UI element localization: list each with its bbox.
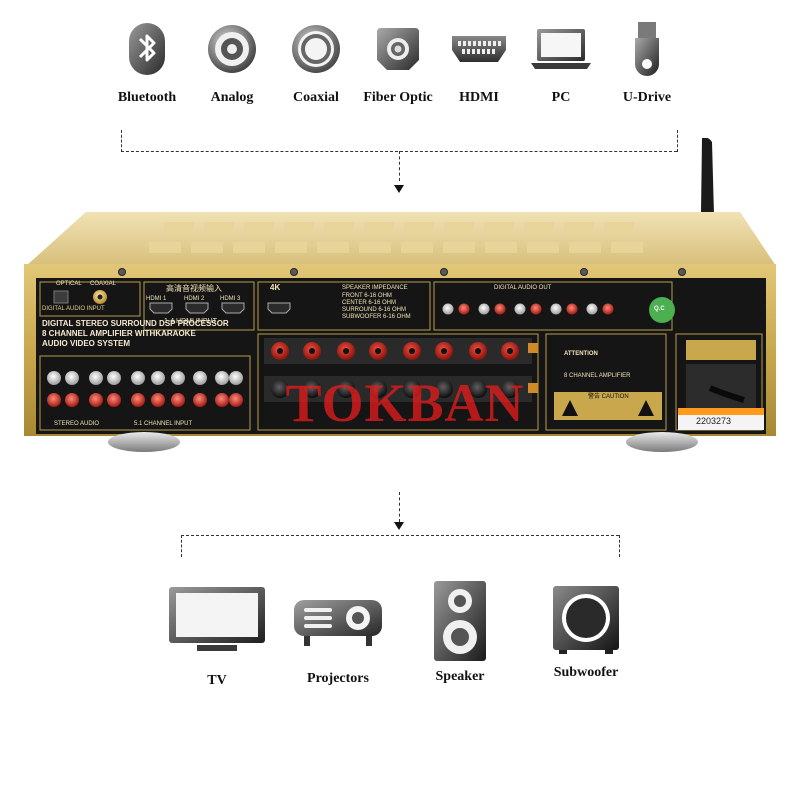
vent-slots [149,222,643,253]
input-label: Analog [210,90,254,105]
digital-input-label: DIGITAL AUDIO INPUT [42,306,105,312]
projector-icon [294,600,382,646]
audio-out-jacks [442,303,614,315]
hdmi-input-label: 1-4 HDMI INPUT [164,318,217,325]
stereo-audio-label: STEREO AUDIO [54,421,100,427]
output-label: Speaker [435,669,485,684]
input-fiber-optic: Fiber Optic [348,18,448,106]
channel-input-label: 5.1 CHANNEL INPUT [134,421,193,427]
impedance-row: SURROUND 6-16 OHM [342,307,407,313]
impedance-row: FRONT 6-16 OHM [342,293,392,299]
panel-dividers [39,281,763,431]
input-label: PC [551,90,571,105]
power-section [678,340,764,430]
input-label: U-Drive [622,90,672,105]
impedance-row: CENTER 6-16 OHM [342,300,397,306]
output-tv: TV [166,575,268,689]
caution-text: 警告 CAUTION [588,394,629,400]
subwoofer-icon [553,586,619,654]
input-label: Fiber Optic [363,90,433,105]
connector-line-left [121,130,122,152]
right-foot [626,432,698,452]
output-label: TV [207,673,227,688]
pc-icon [531,29,591,69]
hdmi-ports [149,302,291,314]
hdmi-port-2-label: HDMI 2 [184,296,205,302]
input-coaxial: Coaxial [266,18,366,106]
coaxial-icon [292,25,340,73]
input-label: HDMI [459,90,499,105]
coaxial-label: COAXIAL [90,281,117,287]
panel-screws [118,268,686,276]
analog-icon [208,25,256,73]
impedance-title: SPEAKER IMPEDANCE [342,285,408,291]
connector-line-down [399,151,400,181]
input-u-drive: U-Drive [597,18,697,106]
audio-out-label: DIGITAL AUDIO OUT [494,285,552,291]
speaker-terminals [264,338,538,402]
qc-label: Q.C [654,306,665,312]
top-lid [26,212,776,266]
amp-title-line1: DIGITAL STEREO SURROUND DSP PROCESSOR [42,319,229,328]
rca-input-jacks [47,371,243,407]
output-label: Projectors [307,671,369,686]
input-label: Bluetooth [117,90,177,105]
left-foot [108,432,180,452]
amp-title-line2: 8 CHANNEL AMPLIFIER WITHKARAOKE [42,329,196,338]
connector-line-horizontal [181,535,619,536]
input-analog: Analog [182,18,282,106]
output-subwoofer: Subwoofer [544,575,628,681]
bluetooth-icon [129,23,165,75]
amp-title-line3: AUDIO VIDEO SYSTEM [42,339,131,348]
usb-drive-icon [635,22,659,76]
hdmi-port-1-label: HDMI 1 [146,296,167,302]
output-label: Subwoofer [553,665,619,680]
input-hdmi: HDMI [429,18,529,106]
input-pc: PC [511,18,611,106]
output-projectors: Projectors [286,575,390,687]
fiber-optic-icon [377,28,419,70]
input-bluetooth: Bluetooth [97,18,197,106]
amplifier-rear-panel: OPTICAL COAXIAL DIGITAL AUDIO INPUT 高清音视… [24,137,784,458]
impedance-row: SUBWOOFER 6-16 OHM [342,314,411,320]
tv-icon [169,587,265,651]
hdmi-heading: 高清音视频输入 [166,284,222,293]
qc-sticker [649,297,675,323]
hdmi-icon [452,36,506,62]
attention-line: 8 CHANNEL AMPLIFIER [564,373,631,379]
connector-line-left [181,535,182,557]
connector-line-right [619,535,620,557]
watermark: TOKBAN [285,373,525,433]
caution-label [554,392,662,420]
attention-title: ATTENTION [564,351,598,357]
speaker-icon [434,581,486,661]
output-speaker: Speaker [420,575,500,685]
optical-label: OPTICAL [56,281,82,287]
arrow-down-icon [394,185,404,193]
serial-number: 2203273 [696,416,732,426]
optical-port [53,290,69,304]
arrow-down-icon [394,522,404,530]
hdmi-port-3-label: HDMI 3 [220,296,241,302]
input-label: Coaxial [293,90,339,105]
4k-label: 4K [270,283,281,292]
amplifier-body [24,137,776,452]
connector-line-right [677,130,678,152]
connector-line-down [399,492,400,522]
